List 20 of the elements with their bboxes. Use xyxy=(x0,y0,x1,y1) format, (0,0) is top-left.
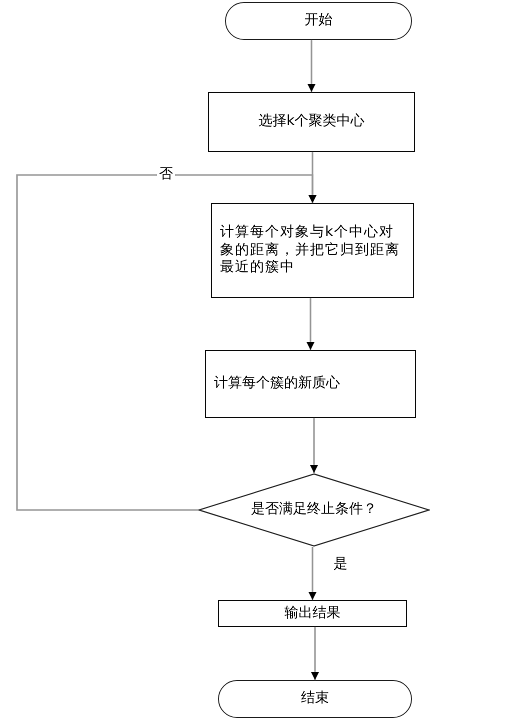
arrow xyxy=(16,174,316,511)
node-text: 结束 xyxy=(301,690,329,708)
arrow xyxy=(311,627,319,680)
node-text: 开始 xyxy=(304,12,332,30)
arrow xyxy=(310,418,318,473)
node-text: 选择k个聚类中心 xyxy=(258,113,365,131)
process-box xyxy=(211,203,414,298)
node-text: 是否满足终止条件？ xyxy=(251,501,377,519)
process-box xyxy=(205,350,416,418)
node-text: 计算每个对象与k个中心对象的距离，并把它归到距离最近的簇中 xyxy=(220,224,401,277)
decision-diamond xyxy=(198,473,430,547)
edge-label: 是 xyxy=(332,556,350,573)
arrow xyxy=(308,547,316,600)
node-text: 计算每个簇的新质心 xyxy=(214,375,340,393)
arrow xyxy=(306,298,314,350)
edge-label: 否 xyxy=(157,166,175,183)
arrow xyxy=(308,40,316,92)
process-box xyxy=(208,92,415,152)
process-box xyxy=(218,600,407,627)
node-text: 输出结果 xyxy=(284,604,340,622)
